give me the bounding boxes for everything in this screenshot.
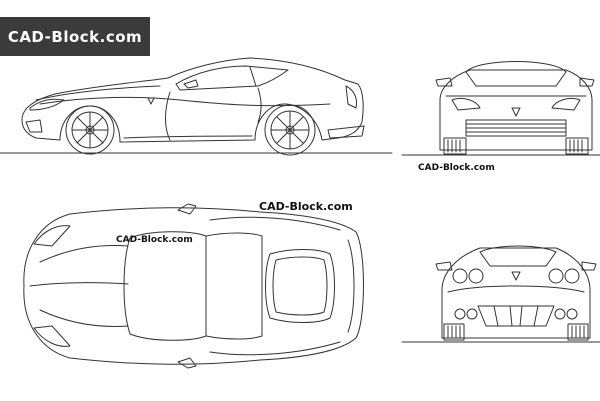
top-tail (348, 240, 354, 332)
side-character-line (40, 97, 330, 105)
banner-label: CAD-Block.com (7, 27, 143, 46)
top-hood-center (30, 283, 128, 286)
watermark-top: CAD-Block.com (259, 200, 353, 213)
top-mirror-lower (178, 358, 196, 368)
rear-badge (512, 272, 520, 280)
front-view (402, 62, 600, 156)
side-badge (148, 98, 154, 104)
rear-window (480, 246, 556, 266)
rear-exhausts-right (555, 309, 577, 319)
front-tire-left (444, 138, 466, 154)
side-rear-diffuser (328, 126, 364, 138)
side-view (0, 58, 392, 155)
front-mirror-left (436, 78, 452, 86)
rear-diffuser (478, 306, 554, 326)
rear-view (402, 246, 600, 342)
rear-tire-left (444, 324, 464, 340)
top-engine-cover (273, 257, 327, 315)
side-window (176, 66, 288, 90)
rear-exhausts-left (455, 309, 477, 319)
top-hood-line-upper (40, 246, 128, 262)
front-grille-lines (466, 124, 566, 132)
side-hood-line (36, 86, 160, 100)
cad-block-banner[interactable]: CAD-Block.com (0, 17, 150, 56)
front-body-outline (440, 70, 592, 150)
side-mirror (184, 80, 198, 88)
front-windshield (466, 62, 566, 87)
side-tail-light (346, 86, 357, 108)
rear-tire-right (568, 324, 588, 340)
rear-mirror-left (436, 262, 452, 270)
side-door-rear (258, 88, 261, 122)
front-badge (512, 108, 520, 116)
watermark-front: CAD-Block.com (418, 163, 495, 173)
front-tire-right (566, 138, 588, 154)
top-rear-window (266, 250, 335, 323)
rear-tail-lights-left (453, 269, 483, 283)
top-view (24, 204, 364, 368)
side-rear-wheel (265, 105, 315, 155)
rear-tail-lights-right (549, 269, 579, 283)
front-headlight-right (552, 98, 580, 110)
top-headlight-lower (34, 326, 70, 346)
front-mirror-right (580, 78, 594, 86)
top-fender-lower (210, 342, 340, 355)
top-roof (206, 233, 262, 339)
front-headlight-left (452, 98, 480, 110)
side-front-intake (26, 120, 42, 132)
rear-mirror-right (582, 262, 596, 270)
side-window-pillar (250, 67, 256, 86)
top-body-outline (24, 208, 364, 365)
top-mirror-upper (178, 204, 196, 214)
top-headlight-upper (34, 226, 70, 246)
side-lower-sill (124, 136, 252, 138)
rear-deck-line (448, 286, 584, 292)
top-fender-upper (210, 217, 340, 230)
side-front-wheel (66, 106, 114, 154)
top-hood-line-lower (40, 310, 128, 326)
side-headlight (30, 99, 64, 110)
rear-diffuser-fins (494, 306, 538, 326)
rear-body-outline (442, 248, 590, 338)
rear-tire-treads (448, 326, 584, 338)
front-tire-treads (448, 140, 582, 152)
watermark-roof: CAD-Block.com (116, 235, 193, 245)
top-windshield (124, 232, 206, 341)
